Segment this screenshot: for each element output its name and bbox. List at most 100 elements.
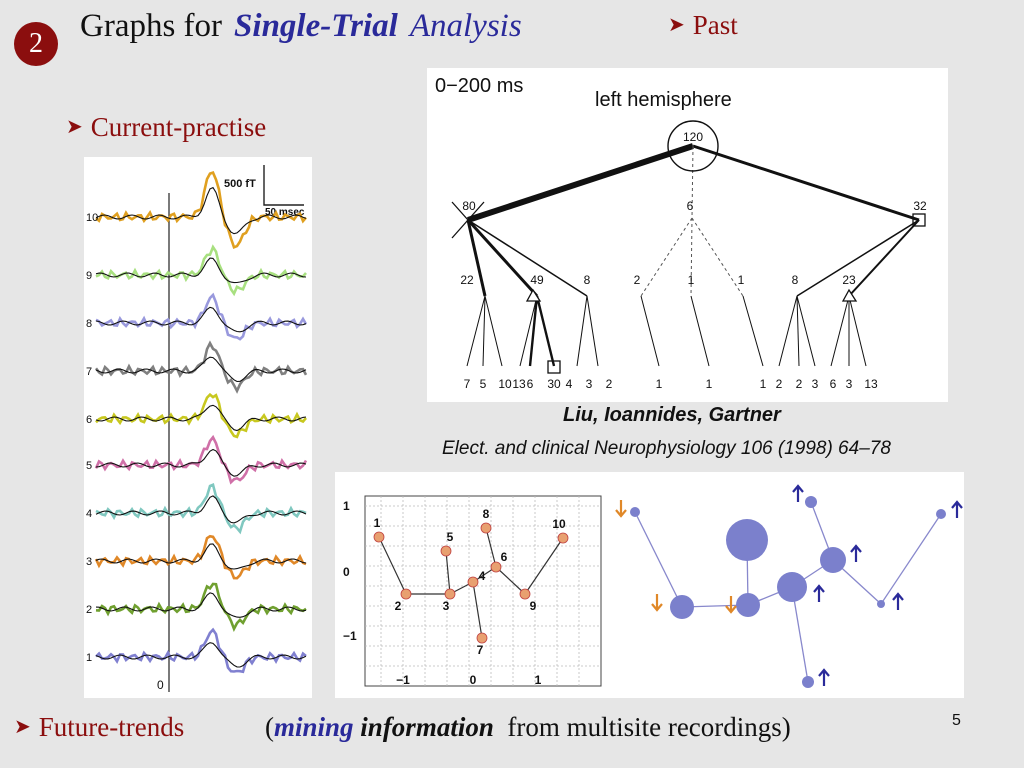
trial-label: 10 xyxy=(86,212,98,224)
citation-authors: Liu, Ioannides, Gartner xyxy=(563,404,781,426)
graph-edge xyxy=(378,536,407,595)
graph-node-label: 3 xyxy=(443,599,450,613)
scale-amplitude-label: 500 fT xyxy=(224,178,256,190)
leaf-30-square xyxy=(547,360,561,374)
graph-node-label: 5 xyxy=(447,530,454,544)
down-arrow-icon xyxy=(615,500,627,518)
bullet-arrow-icon: ➤ xyxy=(66,114,83,138)
y-tick-label: 1 xyxy=(343,499,350,513)
trial-5-average-trace xyxy=(95,448,307,477)
graph-edge xyxy=(472,581,483,639)
graph-edge xyxy=(485,527,497,568)
trial-6-single-trace xyxy=(95,392,307,439)
tree-edge xyxy=(796,219,920,297)
future-note-mining: mining xyxy=(274,712,354,742)
trial-1-average-trace xyxy=(95,642,307,668)
trial-label: 5 xyxy=(86,460,92,472)
tree-leaf-edge xyxy=(535,295,556,367)
tree-level2-label: 8 xyxy=(792,273,799,287)
trial-10-single-trace xyxy=(95,170,307,250)
tree-leaf-edge xyxy=(482,295,486,367)
bullet-future-label: Future-trends xyxy=(38,712,185,742)
graph-node xyxy=(557,532,569,544)
tree-edge xyxy=(467,219,588,297)
graph-grid xyxy=(365,496,601,686)
trial-6-average-trace xyxy=(95,404,307,432)
trial-5-single-trace xyxy=(94,434,308,485)
trial-8-average-trace xyxy=(95,306,307,333)
tree-leaf-label: 2 xyxy=(796,377,803,391)
blob-node xyxy=(877,600,885,608)
tree-leaf-edge xyxy=(690,295,710,367)
trial-9-single-trace xyxy=(95,244,307,297)
scale-time-label: 50 msec xyxy=(265,207,305,218)
tree-level2-label: 23 xyxy=(842,273,856,287)
graph-edge xyxy=(445,550,451,595)
up-arrow-icon xyxy=(850,544,862,562)
bullet-current-label: Current-practise xyxy=(90,112,267,142)
bullet-past-label: Past xyxy=(692,10,738,40)
graph-node xyxy=(490,561,502,573)
node-32-square xyxy=(912,213,926,227)
tree-leaf-edge xyxy=(484,295,503,367)
trial-4-average-trace xyxy=(95,495,307,524)
tree-edge xyxy=(467,143,694,223)
trial-2-single-trace xyxy=(95,582,307,632)
up-arrow-icon xyxy=(818,668,830,686)
tree-leaf-edge xyxy=(576,295,588,367)
blob-node xyxy=(820,547,846,573)
x-tick-label: 1 xyxy=(535,673,542,687)
trial-label: 7 xyxy=(86,366,92,378)
tree-level2-label: 49 xyxy=(530,273,544,287)
slide-number-badge: 2 xyxy=(14,22,58,66)
y-tick-label: −1 xyxy=(343,629,357,643)
graph-node-label: 6 xyxy=(501,550,508,564)
tree-edge-dashed xyxy=(691,217,744,297)
future-note: (mining information from multisite recor… xyxy=(265,712,791,743)
graph-node xyxy=(440,545,452,557)
node-80-cross xyxy=(451,201,485,239)
bullet-future: ➤Future-trends xyxy=(14,712,184,743)
tree-leaf-label: 13 xyxy=(864,377,878,391)
graph-node xyxy=(480,522,492,534)
tree-edges xyxy=(466,143,920,367)
graph-edge xyxy=(524,537,564,595)
tree-edge xyxy=(848,219,920,297)
citation-journal: Elect. and clinical Neurophysiology 106 … xyxy=(442,438,891,459)
tree-leaf-edge xyxy=(586,295,599,367)
tree-level2-label: 2 xyxy=(634,273,641,287)
future-note-rest: from multisite recordings) xyxy=(507,712,791,742)
tree-edge-dashed xyxy=(640,217,693,297)
blob-node xyxy=(736,593,760,617)
y-tick-label: 0 xyxy=(343,565,350,579)
up-arrow-icon xyxy=(892,592,904,610)
tree-leaf-edge xyxy=(830,295,850,367)
tree-leaf-edge xyxy=(466,295,486,367)
trial-7-average-trace xyxy=(95,356,307,383)
tree-leaf-edge xyxy=(778,295,798,367)
tree-leaf-label: 6 xyxy=(830,377,837,391)
tree-leaf-label: 3 xyxy=(586,377,593,391)
tree-level2-label: 8 xyxy=(584,273,591,287)
bullet-arrow-icon: ➤ xyxy=(668,12,685,36)
up-arrow-icon xyxy=(792,484,804,502)
graph-node-label: 10 xyxy=(552,517,566,531)
tree-leaf-edge xyxy=(640,295,660,367)
scale-bar xyxy=(263,165,304,206)
down-arrow-icon xyxy=(651,594,663,612)
node-23-triangle xyxy=(841,288,858,302)
tree-leaf-label: 2 xyxy=(606,377,613,391)
tree-leaf-label: 5 xyxy=(480,377,487,391)
future-note-open: ( xyxy=(265,712,274,742)
graph-node-label: 4 xyxy=(479,569,486,583)
trial-label: 3 xyxy=(86,556,92,568)
trial-label: 4 xyxy=(86,508,92,520)
title-emphasis-analysis: Analysis xyxy=(409,8,522,44)
x-tick-label: 0 xyxy=(470,673,477,687)
tree-leaf-edge xyxy=(796,295,816,367)
